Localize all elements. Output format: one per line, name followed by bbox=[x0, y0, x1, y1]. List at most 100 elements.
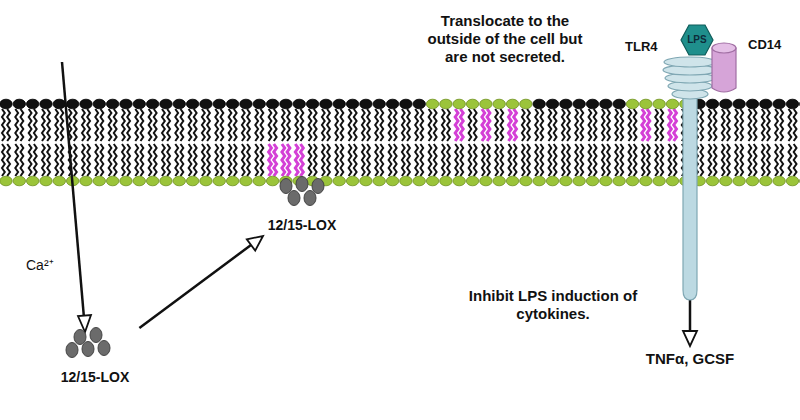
lipid-head bbox=[400, 99, 412, 109]
lipid-tail bbox=[615, 144, 618, 176]
lipid-head bbox=[786, 99, 798, 109]
lipid-tail bbox=[114, 109, 117, 141]
lipid-tail bbox=[2, 144, 5, 176]
lipid-tail bbox=[754, 144, 757, 176]
lipid-head bbox=[53, 99, 65, 109]
lipid-tail bbox=[74, 144, 77, 176]
lipid-tail bbox=[301, 144, 304, 176]
lipid-tail bbox=[567, 109, 570, 141]
lipid-tail bbox=[522, 144, 525, 176]
lipid-tail bbox=[221, 144, 224, 176]
lipid-tail bbox=[247, 144, 250, 176]
lipid-tail bbox=[482, 144, 485, 176]
lipid-head bbox=[146, 176, 158, 186]
lipid-head bbox=[333, 99, 345, 109]
lipid-tail bbox=[255, 109, 258, 141]
lipid-tail bbox=[114, 144, 117, 176]
lipid-head bbox=[306, 99, 318, 109]
lipid-tail bbox=[7, 144, 10, 176]
lipid-tail bbox=[740, 144, 743, 176]
lipid-tail bbox=[602, 109, 605, 141]
lipid-tail bbox=[122, 109, 125, 141]
lipid-head bbox=[706, 99, 718, 109]
enzyme-cluster: 12/15-LOX bbox=[256, 178, 348, 236]
lipid-tail bbox=[714, 109, 717, 141]
enzyme-molecule bbox=[82, 342, 94, 357]
lipid-tail bbox=[700, 144, 703, 176]
lipid-head bbox=[640, 176, 652, 186]
lipid-tail bbox=[154, 144, 157, 176]
lipid-tail bbox=[274, 144, 277, 176]
lipid-tail bbox=[389, 144, 392, 176]
lipid-tail bbox=[309, 144, 312, 176]
lipid-head bbox=[466, 176, 478, 186]
lipid-tail bbox=[207, 144, 210, 176]
lipid-tail bbox=[474, 144, 477, 176]
lipid-head bbox=[786, 176, 798, 186]
lipid-tail bbox=[749, 109, 752, 141]
enzyme-molecule bbox=[312, 179, 324, 194]
lipid-tail bbox=[460, 144, 463, 176]
lipid-head bbox=[386, 176, 398, 186]
lipid-head bbox=[173, 176, 185, 186]
lipid-tail bbox=[167, 109, 170, 141]
lipid-tail bbox=[335, 144, 338, 176]
lipid-head bbox=[40, 99, 52, 109]
node-label: LPS bbox=[680, 33, 714, 47]
lipid-tail bbox=[594, 144, 597, 176]
lipid-tail bbox=[215, 109, 218, 141]
lipid-head bbox=[200, 176, 212, 186]
lipid-head bbox=[266, 176, 278, 186]
lipid-tail bbox=[341, 109, 344, 141]
lipid-head bbox=[426, 176, 438, 186]
lipid-tail bbox=[287, 144, 290, 176]
lipid-tail bbox=[7, 109, 10, 141]
lipid-tail bbox=[495, 109, 498, 141]
lipid-head bbox=[666, 176, 678, 186]
lipid-tail bbox=[354, 144, 357, 176]
lipid-tail bbox=[655, 144, 658, 176]
lipid-tail bbox=[775, 144, 778, 176]
lipid-head bbox=[240, 99, 252, 109]
lipid-head bbox=[13, 99, 25, 109]
lipid-tail bbox=[335, 109, 338, 141]
lipid-tail bbox=[420, 144, 423, 176]
lipid-tail bbox=[727, 109, 730, 141]
enzyme-molecule bbox=[280, 179, 292, 194]
lipid-tail bbox=[540, 109, 543, 141]
lipid-tail bbox=[282, 144, 285, 176]
lipid-tail bbox=[780, 144, 783, 176]
lipid-tail bbox=[589, 144, 592, 176]
lipid-head bbox=[293, 99, 305, 109]
lipid-tail bbox=[314, 109, 317, 141]
lipid-tail bbox=[762, 109, 765, 141]
lipid-tail bbox=[234, 109, 237, 141]
lipid-tail bbox=[82, 109, 85, 141]
lipid-head bbox=[746, 99, 758, 109]
lipid-tail bbox=[15, 109, 18, 141]
lipid-tail bbox=[514, 144, 517, 176]
lipid-tail bbox=[402, 144, 405, 176]
lipid-head bbox=[773, 176, 785, 186]
arrow-head bbox=[247, 236, 263, 251]
lipid-tail bbox=[269, 109, 272, 141]
lipid-tail bbox=[274, 109, 277, 141]
lipid-tail bbox=[562, 144, 565, 176]
lipid-tail bbox=[55, 144, 58, 176]
receptor-repeat bbox=[664, 57, 716, 67]
receptor-body bbox=[683, 94, 697, 300]
lipid-tail bbox=[109, 109, 112, 141]
connector-line bbox=[139, 245, 251, 328]
lipid-tail bbox=[415, 109, 418, 141]
lipid-tail bbox=[522, 109, 525, 141]
lipid-head bbox=[413, 176, 425, 186]
lipid-head bbox=[400, 176, 412, 186]
lipid-head bbox=[520, 99, 532, 109]
lipid-head bbox=[373, 176, 385, 186]
lipid-head bbox=[506, 176, 518, 186]
lipid-head bbox=[613, 176, 625, 186]
annotation-text: Inhibit LPS induction of cytokines. bbox=[448, 287, 658, 323]
lipid-head bbox=[600, 99, 612, 109]
lipid-head bbox=[640, 99, 652, 109]
